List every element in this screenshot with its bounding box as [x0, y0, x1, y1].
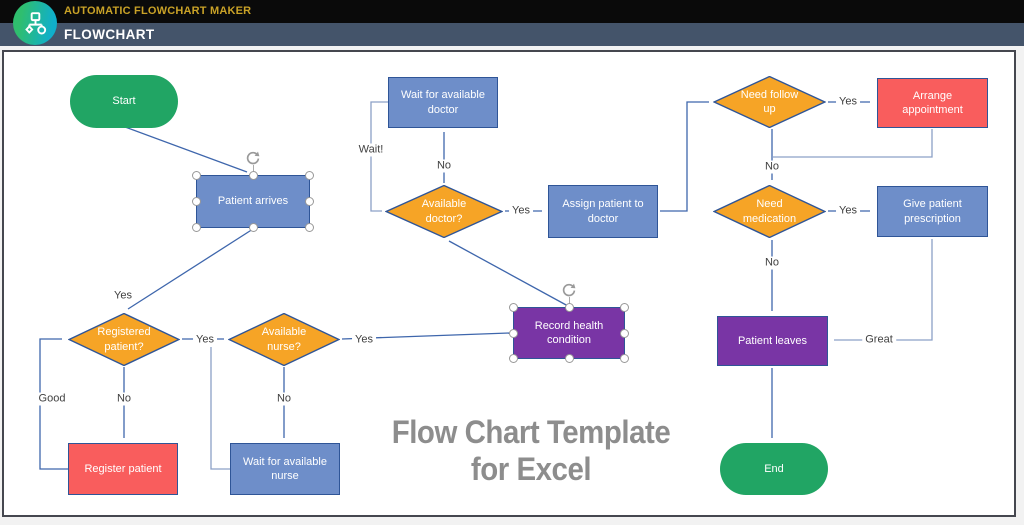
node-need-medication[interactable]: Need medication [713, 185, 826, 238]
selection-handle[interactable] [248, 171, 258, 180]
rotate-handle-icon[interactable] [244, 149, 262, 167]
node-arrange-appointment-label: Arrange appointment [902, 89, 963, 116]
node-need-followup-label: Need follow up [740, 88, 799, 115]
edge-label-yes-record: Yes [352, 333, 376, 347]
selection-handle[interactable] [564, 354, 574, 363]
edge-label-great: Great [862, 333, 896, 347]
node-assign-doctor[interactable]: Assign patient to doctor [548, 185, 658, 238]
node-give-prescription[interactable]: Give patient prescription [877, 186, 988, 237]
watermark-line1: Flow Chart Template [391, 414, 671, 450]
node-wait-nurse[interactable]: Wait for available nurse [230, 443, 340, 495]
node-start[interactable]: Start [70, 75, 178, 128]
node-wait-doctor-label: Wait for available doctor [401, 89, 485, 116]
selection-handle[interactable] [192, 171, 201, 180]
edge-label-no-registered: No [113, 392, 135, 406]
selection-handle[interactable] [509, 328, 518, 338]
sheet-title: FLOWCHART [64, 27, 155, 42]
node-register-patient[interactable]: Register patient [68, 443, 178, 495]
selection-handle[interactable] [564, 303, 574, 312]
selection-handle[interactable] [192, 223, 201, 232]
node-registered-patient-label: Registered patient? [97, 326, 151, 353]
node-wait-doctor[interactable]: Wait for available doctor [388, 77, 498, 128]
selection-handle[interactable] [620, 354, 629, 363]
edge-label-no-medication: No [761, 256, 783, 270]
node-patient-leaves-label: Patient leaves [737, 334, 808, 347]
selection-handle[interactable] [305, 171, 314, 180]
edge-label-yes-nurse: Yes [193, 333, 217, 347]
node-available-doctor-label: Available doctor? [421, 198, 467, 225]
node-end-label: End [764, 462, 784, 475]
edge-label-yes-registered: Yes [111, 289, 135, 303]
top-title-bar [0, 0, 1024, 23]
node-assign-doctor-label: Assign patient to doctor [562, 198, 644, 225]
rotate-handle-stem [568, 297, 570, 308]
node-need-medication-label: Need medication [742, 198, 797, 225]
node-register-patient-label: Register patient [84, 462, 162, 475]
node-patient-arrives-label: Patient arrives [217, 195, 289, 208]
watermark-line2: for Excel [470, 451, 592, 487]
selection-handle[interactable] [305, 197, 314, 206]
node-wait-nurse-label: Wait for available nurse [243, 455, 327, 482]
node-available-nurse-label: Available nurse? [261, 326, 307, 353]
rotate-handle-stem [252, 165, 254, 176]
selection-handle[interactable] [192, 197, 201, 206]
selection-handle[interactable] [620, 328, 629, 338]
edge-label-no-followup: No [761, 160, 783, 174]
edge-label-yes-followup: Yes [836, 95, 860, 109]
flowchart-icon [24, 11, 46, 34]
selection-handle[interactable] [509, 354, 518, 363]
node-need-followup[interactable]: Need follow up [713, 76, 826, 128]
rotate-handle-icon[interactable] [560, 281, 578, 299]
node-record-health-label: Record health condition [534, 319, 604, 346]
node-patient-arrives[interactable]: Patient arrives [192, 151, 314, 232]
edge-label-no-nurse: No [273, 392, 295, 406]
selection-handle[interactable] [620, 303, 629, 312]
node-record-health[interactable]: Record health condition [509, 283, 629, 363]
node-available-doctor[interactable]: Available doctor? [385, 185, 503, 238]
node-end[interactable]: End [720, 443, 828, 495]
selection-handle[interactable] [305, 223, 314, 232]
app-title: AUTOMATIC FLOWCHART MAKER [64, 5, 252, 17]
edge-label-good: Good [35, 392, 69, 406]
node-give-prescription-label: Give patient prescription [903, 198, 962, 225]
sheet-title-bar [0, 23, 1024, 46]
edge-label-yes-doctor: Yes [509, 204, 533, 218]
edge-label-wait: Wait! [355, 143, 387, 157]
watermark-title: Flow Chart Template for Excel [384, 414, 678, 488]
selection-handle[interactable] [248, 223, 258, 232]
edge-label-no-doctor: No [433, 159, 455, 173]
selection-handle[interactable] [509, 303, 518, 312]
node-arrange-appointment[interactable]: Arrange appointment [877, 78, 988, 128]
node-patient-leaves[interactable]: Patient leaves [717, 316, 828, 366]
node-available-nurse[interactable]: Available nurse? [228, 313, 340, 366]
node-registered-patient[interactable]: Registered patient? [68, 313, 180, 366]
edge-label-yes-medication: Yes [836, 204, 860, 218]
node-start-label: Start [112, 95, 136, 108]
app-logo [13, 1, 57, 45]
